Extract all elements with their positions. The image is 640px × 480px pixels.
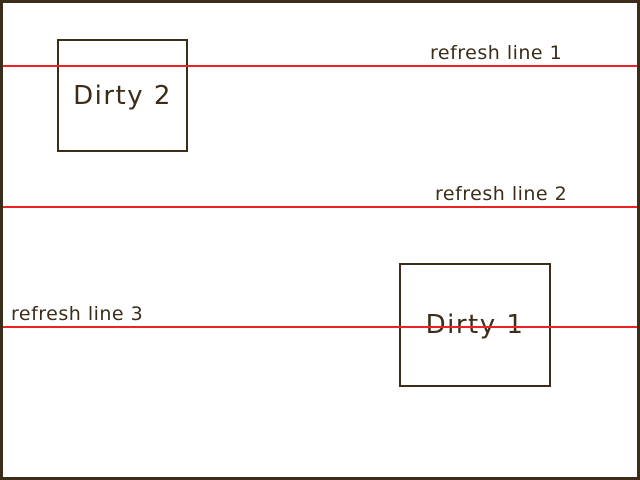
- refresh-line-3: [3, 326, 637, 328]
- refresh-line-label-2: refresh line 2: [435, 183, 568, 205]
- refresh-line-1: [3, 65, 637, 67]
- dirty-rect-dirty-2: Dirty 2: [57, 39, 188, 152]
- refresh-line-label-1: refresh line 1: [430, 42, 563, 64]
- refresh-line-label-3: refresh line 3: [11, 303, 144, 325]
- dirty-rect-label: Dirty 2: [73, 80, 172, 111]
- dirty-rect-label: Dirty 1: [425, 310, 525, 340]
- refresh-line-2: [3, 206, 637, 208]
- dirty-rect-dirty-1: Dirty 1: [399, 263, 551, 387]
